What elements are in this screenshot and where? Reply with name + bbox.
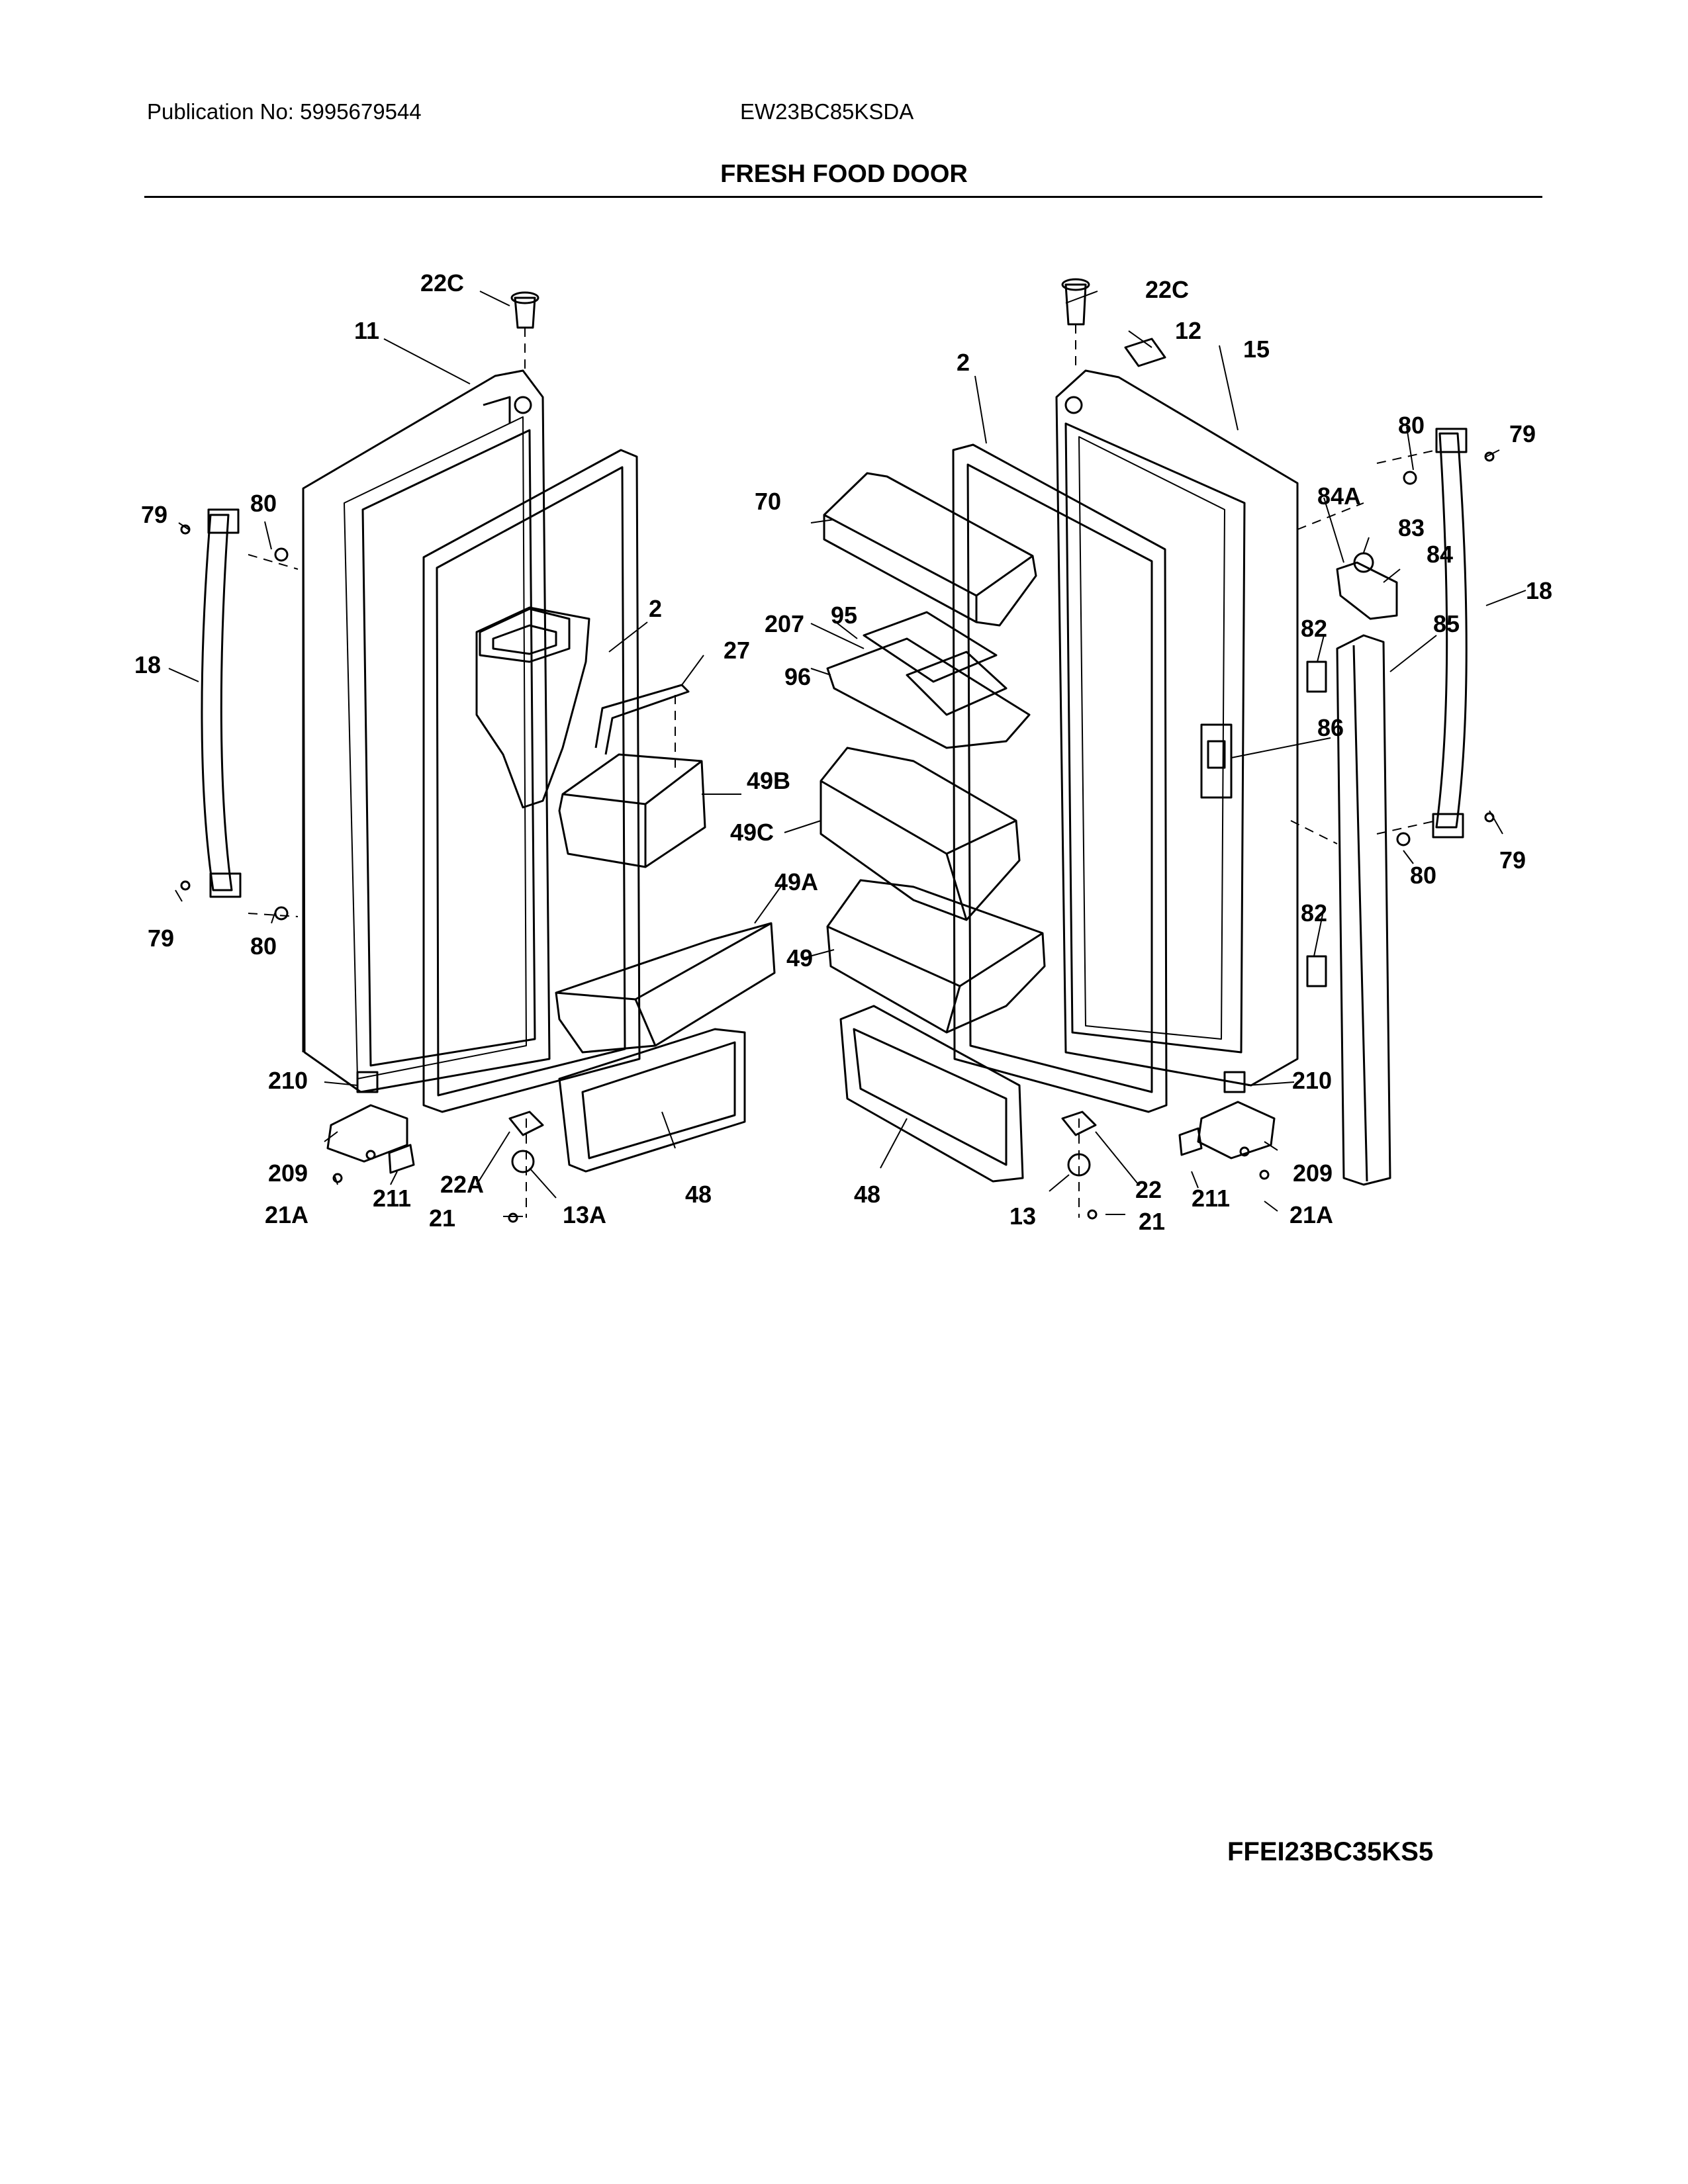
callout-84: 84 xyxy=(1427,541,1453,568)
callout-49: 49 xyxy=(786,944,813,972)
callout-49a: 49A xyxy=(774,868,818,895)
right-handle-18 xyxy=(1432,428,1468,839)
left-handle-18 xyxy=(201,508,242,898)
callout-79-bottom-left: 79 xyxy=(148,925,174,952)
right-filter-tray-96 xyxy=(826,637,1031,749)
callout-13a: 13A xyxy=(563,1201,606,1228)
callout-22c-right: 22C xyxy=(1145,276,1189,303)
left-door-outer-panel xyxy=(302,369,551,1093)
right-clip-84 xyxy=(1336,552,1398,620)
right-door-trim-85 xyxy=(1336,634,1391,1186)
callout-labels: 22C 11 79 80 18 79 80 2 27 49B 49C 49A 2… xyxy=(134,269,1552,1235)
callout-leaders xyxy=(168,291,1526,1217)
callout-95: 95 xyxy=(831,602,857,629)
callout-79-top-right: 79 xyxy=(1509,420,1536,447)
right-hinge-cap-22c xyxy=(1061,278,1090,326)
callout-80-top-left: 80 xyxy=(250,490,277,517)
right-shelf-70 xyxy=(823,472,1037,627)
callout-211-left: 211 xyxy=(373,1185,411,1212)
callout-21a-right: 21A xyxy=(1289,1201,1333,1228)
left-door-dispenser-housing xyxy=(475,606,590,809)
callout-13: 13 xyxy=(1009,1203,1036,1230)
callout-21-left: 21 xyxy=(429,1205,455,1232)
right-hinge-pads-82 xyxy=(1306,660,1327,987)
callout-80-bottom-left: 80 xyxy=(250,933,277,960)
left-bin-49b xyxy=(558,753,706,868)
callout-22a: 22A xyxy=(440,1171,484,1198)
callout-86: 86 xyxy=(1317,714,1344,741)
callout-82-top: 82 xyxy=(1301,615,1327,642)
callout-80-top-right: 80 xyxy=(1398,412,1425,439)
left-bin-49a xyxy=(555,922,776,1054)
assembly-guide-lines xyxy=(248,324,1437,1218)
publication-number: Publication No: 5995679544 xyxy=(147,99,422,124)
right-door-outer-panel xyxy=(1055,369,1299,1087)
callout-18-right: 18 xyxy=(1526,577,1552,604)
callout-79-top-left: 79 xyxy=(141,501,167,528)
left-door-wire-27 xyxy=(594,684,690,755)
callout-209-right: 209 xyxy=(1293,1160,1333,1187)
right-bin-48 xyxy=(839,1005,1024,1183)
right-door-switch-86 xyxy=(1200,723,1233,799)
callout-22c-left: 22C xyxy=(420,269,464,296)
callout-80-bottom-right: 80 xyxy=(1410,862,1436,889)
callout-211-right: 211 xyxy=(1192,1185,1230,1212)
model-number: EW23BC85KSDA xyxy=(740,99,914,124)
callout-49c: 49C xyxy=(730,819,774,846)
callout-210-left: 210 xyxy=(268,1067,308,1094)
callout-79-bottom-right: 79 xyxy=(1499,846,1526,874)
callout-210-right: 210 xyxy=(1292,1067,1332,1094)
right-bin-49c xyxy=(820,747,1021,921)
callout-48-left: 48 xyxy=(685,1181,712,1208)
callout-48-right: 48 xyxy=(854,1181,880,1208)
callout-82-bottom: 82 xyxy=(1301,899,1327,927)
callout-18-left: 18 xyxy=(134,651,161,678)
left-hinge-bracket-209 xyxy=(326,1071,415,1174)
left-hinge-cap-22c xyxy=(510,291,539,329)
callout-84a: 84A xyxy=(1317,482,1361,510)
left-hinge-pin-22a xyxy=(508,1111,544,1173)
callout-83: 83 xyxy=(1398,514,1425,541)
right-bin-49 xyxy=(826,879,1046,1034)
callout-12: 12 xyxy=(1175,317,1201,344)
callout-2-right: 2 xyxy=(957,349,970,376)
callout-2-left: 2 xyxy=(649,595,662,622)
right-filter-cover-95 xyxy=(863,611,998,683)
callout-85: 85 xyxy=(1433,610,1460,637)
page-title: FRESH FOOD DOOR xyxy=(720,160,968,188)
callout-207: 207 xyxy=(765,610,804,637)
header-rule xyxy=(144,196,1542,198)
left-bin-48 xyxy=(558,1028,746,1173)
callout-15: 15 xyxy=(1243,336,1270,363)
callout-96: 96 xyxy=(784,663,811,690)
right-hinge-bracket-209 xyxy=(1178,1071,1276,1160)
footer-model-code: FFEI23BC35KS5 xyxy=(1227,1837,1434,1866)
callout-49b: 49B xyxy=(747,767,790,794)
callout-27: 27 xyxy=(724,637,750,664)
callout-21a-left: 21A xyxy=(265,1201,308,1228)
callout-22: 22 xyxy=(1135,1176,1162,1203)
callout-209-left: 209 xyxy=(268,1160,308,1187)
callout-21-right: 21 xyxy=(1139,1208,1165,1235)
small-screws xyxy=(180,451,1495,1223)
callout-70: 70 xyxy=(755,488,781,515)
right-door-gasket xyxy=(952,443,1168,1113)
callout-11: 11 xyxy=(354,317,379,344)
